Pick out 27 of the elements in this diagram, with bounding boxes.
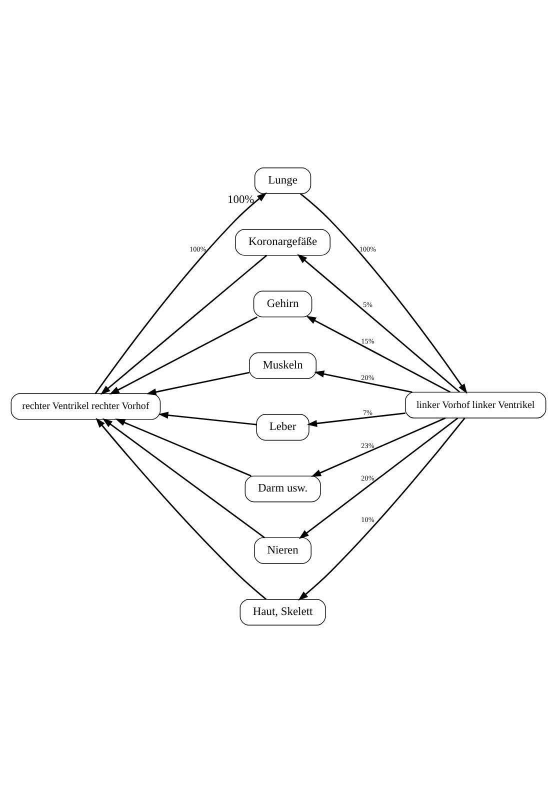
arrow — [94, 192, 267, 394]
node-label: 100% — [228, 193, 254, 206]
arrow — [102, 418, 265, 538]
node-box: Nieren — [254, 536, 312, 564]
node-box: rechter Ventrikel rechter Vorhof — [10, 392, 161, 420]
arrow — [115, 418, 252, 476]
arrow — [109, 316, 258, 394]
arrow — [306, 315, 451, 392]
arrow — [298, 417, 466, 600]
arrow — [100, 254, 268, 394]
arrow — [297, 253, 460, 392]
arrow — [146, 371, 250, 395]
node-box: Muskeln — [249, 352, 316, 378]
node-box: linker Vorhof linker Ventrikel — [405, 391, 546, 418]
node-box: Haut, Skelett — [240, 598, 326, 625]
arrow — [314, 370, 412, 392]
arrow — [306, 412, 406, 426]
node-box: Koronargefäße — [235, 228, 330, 256]
arrow — [298, 417, 458, 538]
node-box: Darm usw. — [244, 475, 321, 502]
node-box: Leber — [256, 414, 310, 440]
arrow — [158, 411, 257, 425]
arrow — [300, 192, 468, 394]
arrow — [311, 416, 446, 476]
node-box: Lunge — [254, 167, 312, 194]
node-box: Gehirn — [253, 290, 312, 317]
arrow — [96, 417, 267, 600]
